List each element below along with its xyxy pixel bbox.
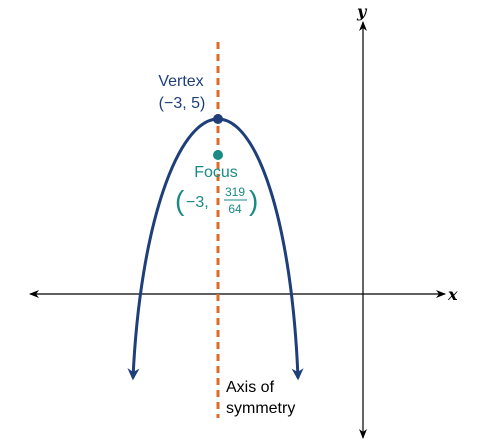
focus-fraction-denominator: 64 <box>228 202 242 216</box>
parabola-curve-right <box>217 117 304 381</box>
focus-coord-prefix: −3, <box>186 194 209 211</box>
axis-of-symmetry-label-line2: symmetry <box>226 400 295 417</box>
parabola-curve <box>127 117 219 381</box>
vertex-coordinates: (−3, 5) <box>159 95 206 112</box>
focus-label: Focus <box>194 164 238 181</box>
vertex-point <box>213 114 223 124</box>
focus-close-paren: ) <box>249 185 258 216</box>
x-axis-label: x <box>447 285 458 304</box>
focus-point <box>213 150 223 160</box>
focus-fraction-numerator: 319 <box>225 185 245 199</box>
focus-open-paren: ( <box>175 185 185 216</box>
axis-of-symmetry-label-line1: Axis of <box>226 379 275 396</box>
focus-coordinates: ( −3, 319 64 ) <box>175 185 258 216</box>
y-axis-label: y <box>356 2 368 21</box>
vertex-label: Vertex <box>158 73 203 90</box>
